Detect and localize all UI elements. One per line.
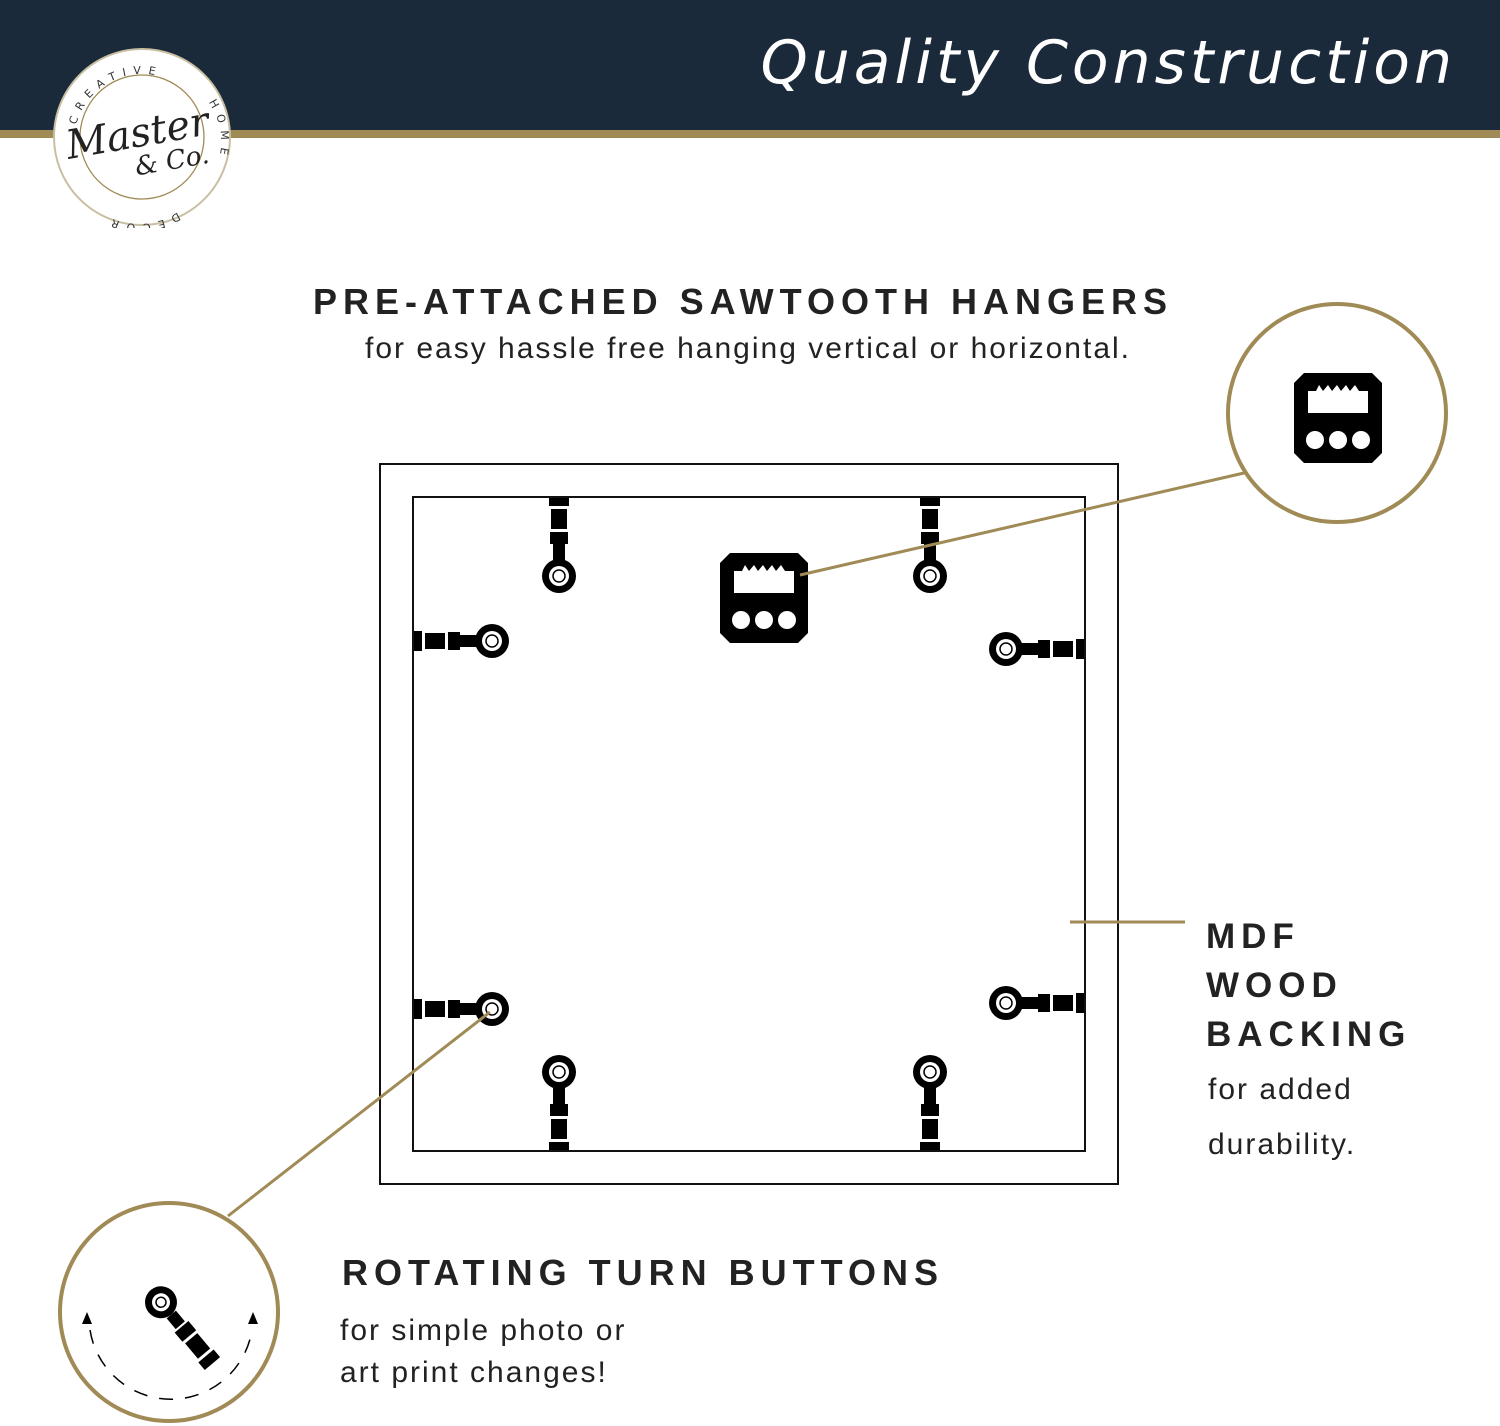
turn-button-bottom-left xyxy=(541,1054,577,1151)
hanger-callout-line xyxy=(799,471,1245,577)
backing-description: for added durability. xyxy=(1208,1062,1356,1172)
turn-button-icon xyxy=(145,1286,221,1370)
sawtooth-hanger-zoom-icon xyxy=(1294,373,1382,463)
turn-button-right-lower xyxy=(988,985,1085,1021)
turn-buttons-description: for simple photo or art print changes! xyxy=(340,1310,626,1394)
sawtooth-hanger-icon xyxy=(720,553,808,643)
backing-description-line-2: durability. xyxy=(1208,1128,1357,1161)
turn-button-top-left xyxy=(541,497,577,594)
rotate-arrows-icon xyxy=(82,1312,258,1400)
turn-button-left-upper xyxy=(413,623,510,659)
backing-heading: MDF WOOD BACKING xyxy=(1206,912,1411,1059)
mdf-backing-panel xyxy=(412,496,1086,1152)
turn-button-callout-line xyxy=(227,1010,491,1218)
backing-heading-line-1: MDF xyxy=(1206,917,1300,956)
turn-buttons-description-line-2: art print changes! xyxy=(340,1356,608,1389)
brand-logo: CREATIVE HOME DECOR Master & Co. xyxy=(53,48,231,228)
header-accent-rule xyxy=(0,130,1500,138)
backing-heading-line-3: BACKING xyxy=(1206,1015,1412,1054)
hangers-description: for easy hassle free hanging vertical or… xyxy=(364,332,1132,365)
backing-heading-line-2: WOOD xyxy=(1206,966,1343,1005)
turn-button-right-upper xyxy=(988,631,1085,667)
frame-outer-edge xyxy=(379,463,1119,1185)
turn-buttons-heading: ROTATING TURN BUTTONS xyxy=(342,1252,944,1293)
turn-button-bottom-right xyxy=(912,1054,948,1151)
hangers-heading: PRE-ATTACHED SAWTOOTH HANGERS xyxy=(312,281,1173,322)
turn-button-left-lower xyxy=(413,991,510,1027)
turn-buttons-description-line-1: for simple photo or xyxy=(340,1314,627,1347)
page-title: Quality Construction xyxy=(760,28,1456,98)
header-banner xyxy=(0,0,1500,130)
backing-description-line-1: for added xyxy=(1208,1073,1353,1106)
